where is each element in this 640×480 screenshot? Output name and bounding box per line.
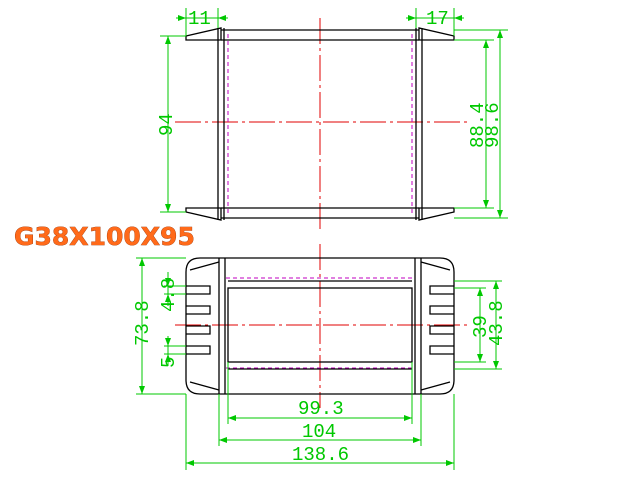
dim-bottom-mid-width: 104: [302, 421, 336, 443]
dim-bottom-overall-width: 138.6: [292, 444, 349, 466]
dim-top-right-width: 17: [426, 8, 449, 30]
part-number-title: G38X100X95: [14, 222, 195, 251]
dim-top-inner-height: 88.4: [467, 102, 489, 148]
bottom-view: 73.8 4.8 5 39 43.8 99.3 104 138.6: [132, 244, 508, 470]
bottom-view-dimensions: [136, 257, 502, 470]
dim-bottom-window-height: 39: [470, 315, 492, 338]
dim-top-overall-height: 94: [156, 113, 178, 136]
bottom-view-outline: [185, 257, 455, 395]
top-view: 11 17 94 88.4 98.6: [156, 8, 508, 230]
dim-bottom-fin-gap-top: 4.8: [158, 278, 180, 312]
dim-bottom-overall-height: 73.8: [132, 300, 154, 346]
dim-bottom-inner-width: 99.3: [298, 398, 344, 420]
dim-bottom-window-outer: 43.8: [486, 300, 508, 346]
top-view-centerlines: [175, 18, 470, 230]
dim-top-outer-height: 98.6: [482, 102, 504, 148]
top-view-hidden-lines: [227, 34, 413, 214]
dim-bottom-fin-gap-bottom: 5: [158, 357, 180, 368]
top-view-outline: [185, 27, 455, 221]
top-view-arrows: [165, 15, 503, 218]
dim-top-left-width: 11: [188, 8, 211, 30]
bottom-view-arrows: [139, 258, 499, 466]
bottom-view-hidden-lines: [226, 277, 414, 369]
